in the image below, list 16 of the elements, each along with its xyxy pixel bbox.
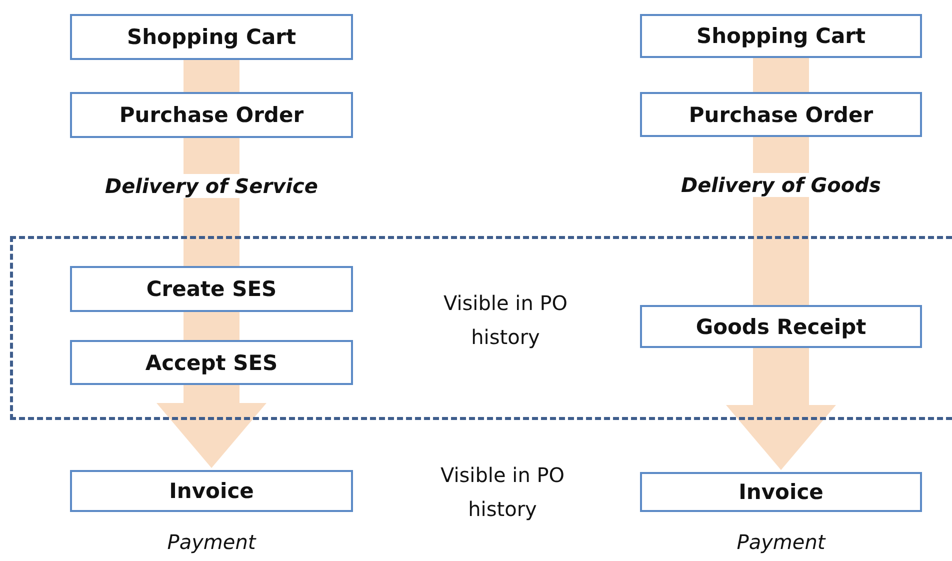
- process-box: Shopping Cart: [640, 14, 922, 58]
- note-text: Visible in PO history: [443, 290, 568, 351]
- process-box: Accept SES: [70, 340, 353, 385]
- node-label: Payment: [736, 530, 827, 554]
- dashed-region: [10, 236, 952, 420]
- process-box: Invoice: [640, 472, 922, 512]
- arrow: [726, 348, 836, 470]
- node-label: Payment: [166, 530, 258, 554]
- process-box: Purchase Order: [70, 92, 353, 138]
- process-box: Invoice: [70, 470, 353, 512]
- note-text: Visible in PO history: [440, 462, 565, 523]
- process-box: Create SES: [70, 266, 353, 312]
- process-box: Purchase Order: [640, 92, 922, 137]
- process-box: Shopping Cart: [70, 14, 353, 60]
- arrow: [156, 385, 266, 468]
- process-box: Goods Receipt: [640, 305, 922, 348]
